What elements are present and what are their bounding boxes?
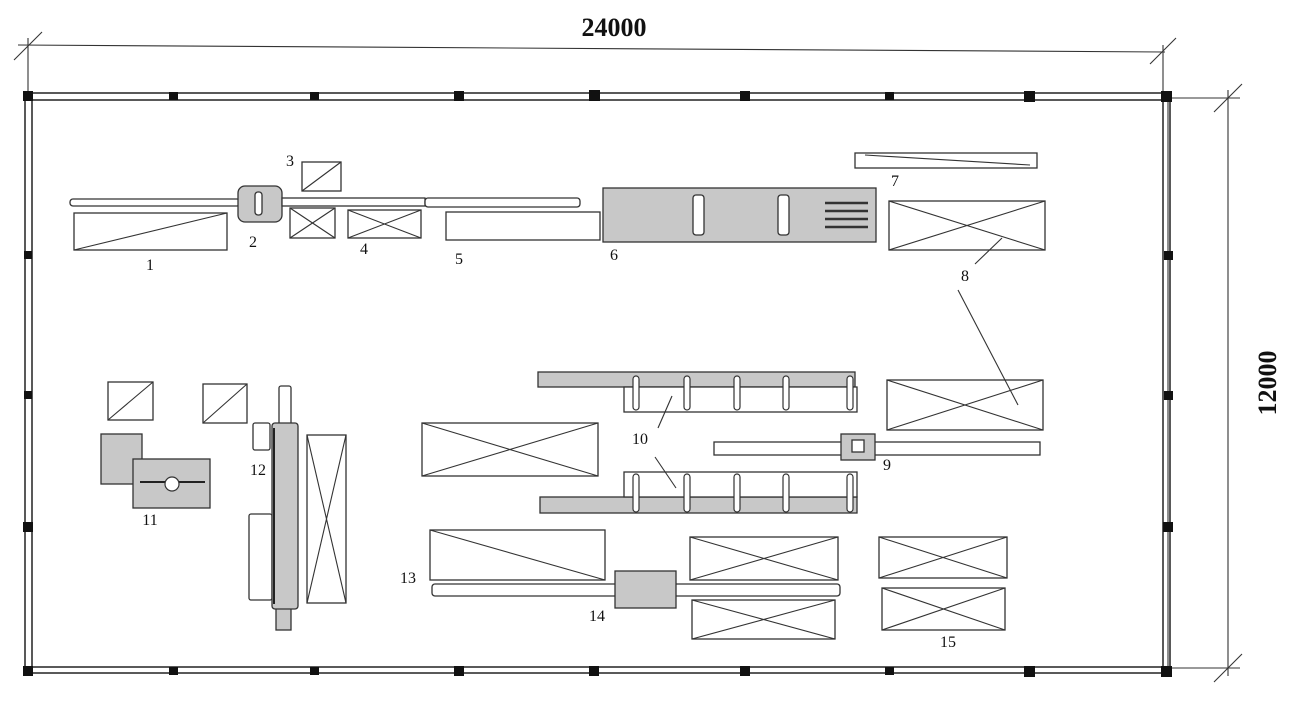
- label-14: 14: [589, 608, 605, 625]
- label-10: 10: [632, 431, 648, 448]
- label-2: 2: [249, 234, 257, 251]
- label-1: 1: [146, 257, 154, 274]
- label-3: 3: [286, 153, 294, 170]
- equipment-4: 4: [289, 207, 422, 258]
- equipment-5: 5: [445, 211, 601, 268]
- storage-area: [421, 422, 599, 477]
- equipment-8: 8: [886, 200, 1046, 431]
- width-label: 24000: [582, 13, 647, 42]
- equipment-10: 10: [537, 371, 858, 514]
- label-7: 7: [891, 173, 899, 190]
- label-4: 4: [360, 241, 368, 258]
- height-label: 12000: [1253, 351, 1282, 416]
- label-9: 9: [883, 457, 891, 474]
- equipment-1: 1: [69, 198, 241, 274]
- equipment-14: 14: [589, 570, 677, 625]
- label-13: 13: [400, 570, 416, 587]
- label-11: 11: [142, 512, 157, 529]
- width-dimension: 24000: [13, 13, 1177, 93]
- equipment-2: 2: [237, 185, 283, 251]
- equipment-7: 7: [854, 152, 1038, 190]
- label-6: 6: [610, 247, 618, 264]
- equipment-3: 3: [286, 153, 342, 192]
- height-dimension: 12000: [1170, 83, 1282, 683]
- equipment-6: 6: [602, 187, 877, 264]
- equipment-12: 12: [248, 385, 347, 631]
- equipment-9: 9: [713, 433, 1041, 474]
- storage-boxes: [689, 536, 839, 640]
- label-12: 12: [250, 462, 266, 479]
- columns: [23, 90, 1173, 677]
- label-5: 5: [455, 251, 463, 268]
- label-8: 8: [961, 268, 969, 285]
- equipment-15: 15: [878, 536, 1008, 651]
- label-15: 15: [940, 634, 956, 651]
- equipment-11: 11: [100, 381, 248, 529]
